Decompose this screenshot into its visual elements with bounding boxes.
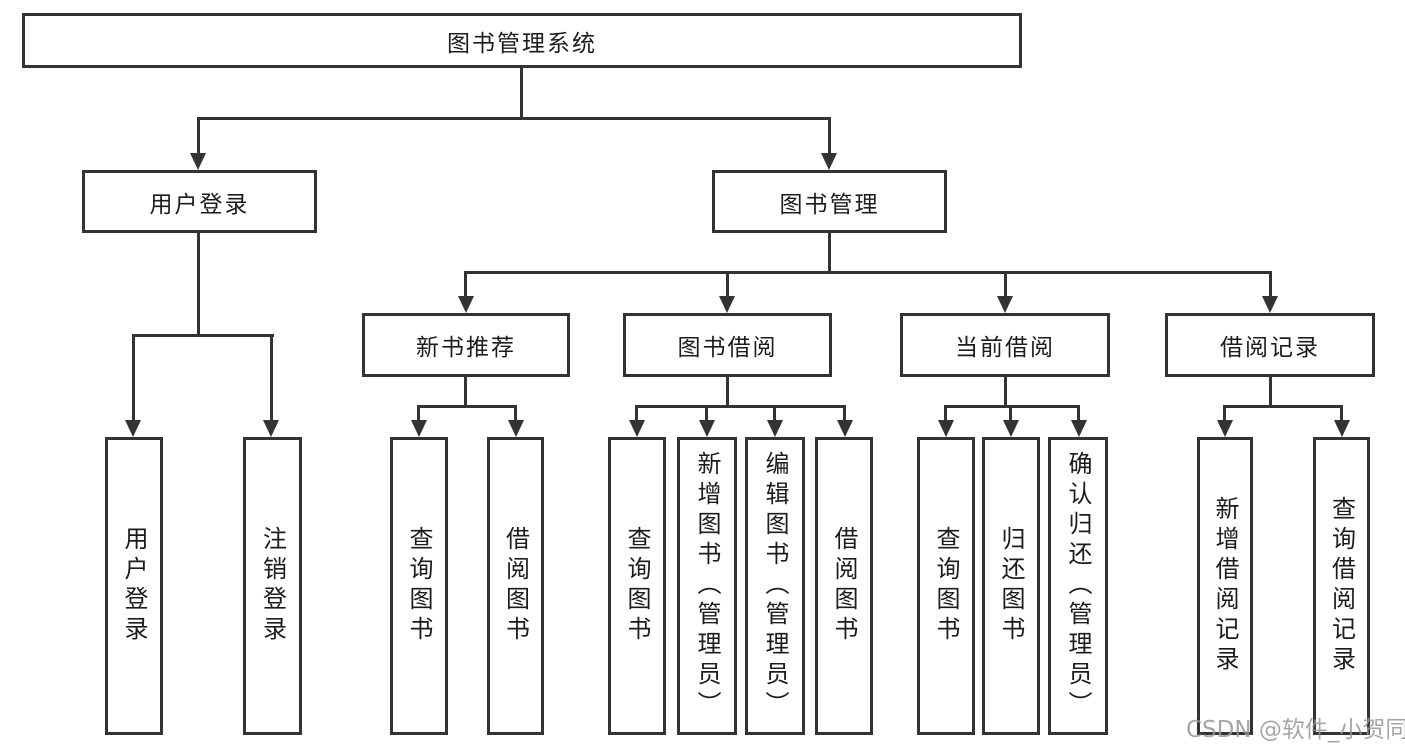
connector-line: [843, 405, 846, 423]
connector-line: [1004, 271, 1007, 299]
node-label: 用户登录: [120, 526, 148, 646]
connector-line: [1223, 405, 1226, 423]
connector-line: [464, 377, 467, 408]
leaf-user-login: 用户登录: [105, 437, 163, 735]
connector-line: [828, 233, 831, 274]
connector-line: [1269, 377, 1272, 408]
node-label: 借阅记录: [1220, 335, 1320, 361]
arrowhead-icon: [837, 420, 853, 437]
arrowhead-icon: [1003, 420, 1019, 437]
connector-line: [773, 405, 776, 423]
node-label: 图书管理系统: [447, 30, 597, 57]
leaf-confirm-return-admin: 确认归还（管理员）: [1048, 437, 1108, 735]
node-label: 新书推荐: [416, 335, 516, 361]
connector-line: [1009, 405, 1012, 423]
arrowhead-icon: [629, 420, 645, 437]
leaf-logout: 注销登录: [243, 437, 302, 735]
node-label: 新增借阅记录: [1211, 496, 1239, 676]
node-label: 编辑图书（管理员）: [761, 451, 789, 721]
node-borrowing-records: 借阅记录: [1165, 313, 1375, 377]
node-label: 借阅图书: [830, 526, 858, 646]
node-label: 图书管理: [779, 191, 880, 218]
node-label: 当前借阅: [955, 335, 1055, 361]
node-label: 确认归还（管理员）: [1064, 451, 1092, 721]
arrowhead-icon: [938, 420, 954, 437]
connector-line: [464, 271, 1272, 274]
node-user-login: 用户登录: [82, 170, 317, 233]
node-label: 图书借阅: [677, 335, 778, 361]
arrowhead-icon: [458, 296, 474, 313]
connector-line: [520, 68, 523, 119]
node-label: 归还图书: [997, 526, 1025, 646]
arrowhead-icon: [1071, 420, 1087, 437]
csdn-watermark: CSDN @软件_小贺同学: [1186, 717, 1405, 743]
node-current-borrowing: 当前借阅: [900, 313, 1110, 377]
connector-line: [417, 405, 517, 408]
arrowhead-icon: [125, 420, 141, 437]
connector-line: [417, 405, 420, 423]
node-label: 查询图书: [405, 526, 433, 646]
leaf-query-books-current: 查询图书: [917, 437, 975, 735]
leaf-query-borrow-record: 查询借阅记录: [1313, 437, 1370, 735]
connector-line: [726, 377, 729, 408]
leaf-borrow-books: 借阅图书: [815, 437, 873, 735]
connector-line: [944, 405, 1080, 408]
leaf-borrow-books-recommend: 借阅图书: [487, 437, 544, 735]
arrowhead-icon: [821, 153, 837, 170]
connector-line: [270, 334, 273, 422]
arrowhead-icon: [190, 153, 206, 170]
node-label: 新增图书（管理员）: [693, 451, 721, 721]
arrowhead-icon: [699, 420, 715, 437]
leaf-add-books-admin: 新增图书（管理员）: [677, 437, 737, 735]
connector-line: [132, 334, 135, 422]
connector-line: [197, 117, 831, 120]
arrowhead-icon: [767, 420, 783, 437]
leaf-add-borrow-record: 新增借阅记录: [1197, 437, 1253, 735]
arrowhead-icon: [719, 296, 735, 313]
node-label: 查询借阅记录: [1327, 496, 1356, 676]
leaf-query-books-recommend: 查询图书: [390, 437, 448, 735]
connector-line: [1340, 405, 1343, 423]
connector-line: [197, 233, 200, 336]
arrowhead-icon: [508, 420, 524, 437]
leaf-edit-books-admin: 编辑图书（管理员）: [745, 437, 805, 735]
node-book-borrowing: 图书借阅: [623, 313, 832, 377]
arrowhead-icon: [263, 420, 279, 437]
connector-line: [944, 405, 947, 423]
arrowhead-icon: [1217, 420, 1233, 437]
arrowhead-icon: [1334, 420, 1350, 437]
connector-line: [705, 405, 708, 423]
node-label: 注销登录: [258, 526, 287, 646]
connector-line: [1077, 405, 1080, 423]
leaf-return-books: 归还图书: [982, 437, 1040, 735]
node-library-management-system: 图书管理系统: [22, 13, 1022, 68]
node-book-management: 图书管理: [712, 170, 947, 233]
node-new-book-recommend: 新书推荐: [362, 313, 570, 377]
connector-line: [1269, 271, 1272, 299]
node-label: 查询图书: [932, 526, 960, 646]
connector-line: [514, 405, 517, 423]
connector-line: [828, 117, 831, 155]
connector-line: [726, 271, 729, 299]
connector-line: [132, 334, 274, 337]
arrowhead-icon: [997, 296, 1013, 313]
leaf-query-books-borrow: 查询图书: [608, 437, 666, 735]
connector-line: [197, 117, 200, 155]
node-label: 查询图书: [623, 526, 651, 646]
node-label: 借阅图书: [501, 526, 530, 646]
connector-line: [1223, 405, 1343, 408]
connector-line: [635, 405, 638, 423]
node-label: 用户登录: [149, 191, 250, 218]
arrowhead-icon: [1262, 296, 1278, 313]
connector-line: [1004, 377, 1007, 408]
arrowhead-icon: [411, 420, 427, 437]
connector-line: [464, 271, 467, 299]
connector-line: [635, 405, 846, 408]
